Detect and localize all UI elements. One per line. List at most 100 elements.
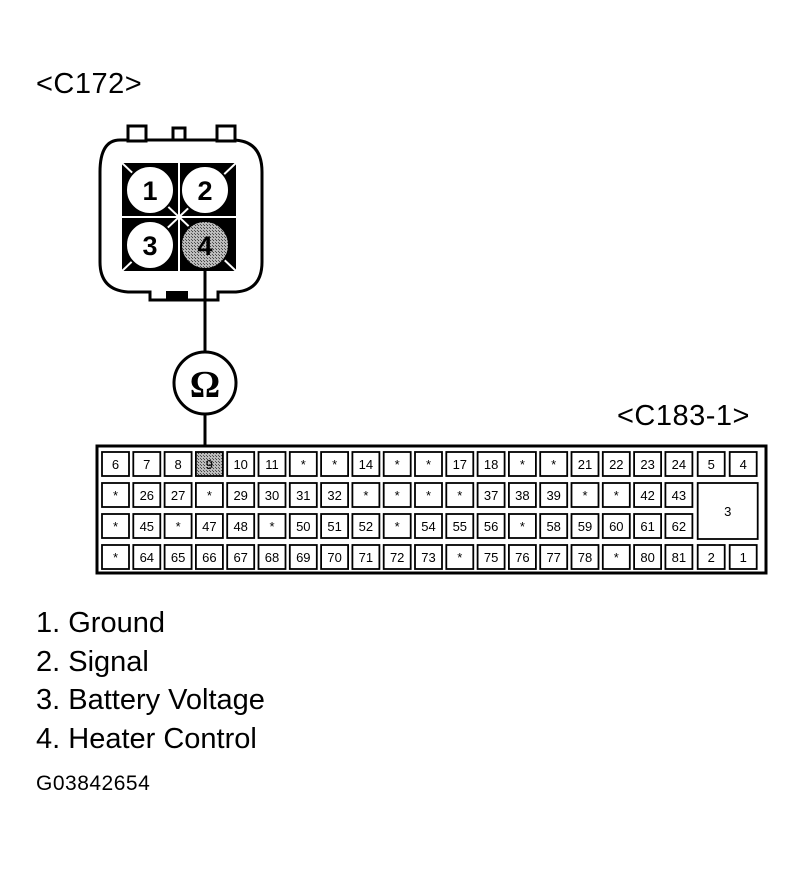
c183-pin-71 xyxy=(351,544,381,570)
c183-pin-66-label: 66 xyxy=(202,550,216,565)
legend-item: 3. Battery Voltage xyxy=(36,684,265,716)
c183-pin-22-label: 22 xyxy=(609,457,623,472)
c183-pin-2 xyxy=(696,544,726,570)
latch-tab xyxy=(171,126,187,142)
c183-pin-unused-label: * xyxy=(426,488,431,503)
c183-pin-unused-label: * xyxy=(426,457,431,472)
latch-tab xyxy=(215,124,237,143)
c172-connector: 1 2 3 4 xyxy=(98,124,264,302)
c183-pin-80 xyxy=(633,544,662,570)
c183-pin-45 xyxy=(132,513,162,539)
c183-pin-unused-label: * xyxy=(457,488,462,503)
c183-pin-unused-label: * xyxy=(395,488,400,503)
c183-pin-18-label: 18 xyxy=(484,457,498,472)
c183-pin-unused-label: * xyxy=(551,457,556,472)
c183-pin-31-label: 31 xyxy=(296,488,310,503)
c183-pin-unused xyxy=(445,544,475,570)
c183-pin-27-label: 27 xyxy=(171,488,185,503)
c183-pin-39-label: 39 xyxy=(546,488,560,503)
c183-pin-5-label: 5 xyxy=(708,457,715,472)
c183-pin-56-label: 56 xyxy=(484,519,498,534)
c183-pin-71-label: 71 xyxy=(359,550,373,565)
c172-pin-2 xyxy=(180,165,230,215)
c183-pin-17-label: 17 xyxy=(453,457,467,472)
c183-pin-unused-label: * xyxy=(520,457,525,472)
c183-pin-unused-label: * xyxy=(176,519,181,534)
c183-pin-58-label: 58 xyxy=(546,519,560,534)
c183-pin-64 xyxy=(132,544,162,570)
c183-pin-8 xyxy=(163,451,193,477)
c183-pin-unused xyxy=(101,513,130,539)
c183-pin-78 xyxy=(570,544,600,570)
c183-pin-73-label: 73 xyxy=(421,550,435,565)
c183-pin-unused-label: * xyxy=(113,550,118,565)
c183-pin-68 xyxy=(257,544,287,570)
c183-pin-1 xyxy=(728,544,758,570)
c183-connector-label: <C183-1> xyxy=(617,400,750,432)
c183-pin-77 xyxy=(539,544,569,570)
c183-pin-2-label: 2 xyxy=(708,550,715,565)
c183-pin-unused-label: * xyxy=(457,550,462,565)
c183-pin-60 xyxy=(601,513,631,539)
pin-legend: 1. Ground 2. Signal 3. Battery Voltage 4… xyxy=(36,604,265,758)
c183-pin-56 xyxy=(476,513,506,539)
c183-pin-78-label: 78 xyxy=(578,550,592,565)
c183-pin-38-label: 38 xyxy=(515,488,529,503)
c183-pin-3 xyxy=(696,482,759,540)
c183-pin-unused-label: * xyxy=(113,519,118,534)
c183-pin-26-label: 26 xyxy=(140,488,154,503)
c183-pin-14 xyxy=(351,451,381,477)
c183-pin-75 xyxy=(476,544,506,570)
c183-pin-unused-label: * xyxy=(332,457,337,472)
c183-pin-unused-label: * xyxy=(269,519,274,534)
c183-pin-17 xyxy=(445,451,475,477)
c183-pin-59 xyxy=(570,513,600,539)
c183-pin-38 xyxy=(507,482,537,508)
c183-pin-9-label: 9 xyxy=(206,457,213,472)
c183-pin-70-label: 70 xyxy=(327,550,341,565)
c183-pin-5 xyxy=(696,451,726,477)
c183-pin-unused-label: * xyxy=(520,519,525,534)
c183-pin-30 xyxy=(257,482,287,508)
c183-pin-unused-label: * xyxy=(614,488,619,503)
c183-pin-21-label: 21 xyxy=(578,457,592,472)
c183-pin-10-label: 10 xyxy=(233,457,247,472)
c183-pin-37-label: 37 xyxy=(484,488,498,503)
c183-pin-77-label: 77 xyxy=(546,550,560,565)
c172-pin-1-label: 1 xyxy=(142,176,157,206)
c183-pin-9 xyxy=(194,451,224,477)
c183-pin-unused xyxy=(101,544,130,570)
c183-pin-22 xyxy=(601,451,631,477)
c183-pin-24 xyxy=(664,451,694,477)
c183-pin-11 xyxy=(257,451,287,477)
c183-pin-61-label: 61 xyxy=(640,519,654,534)
c183-pin-7 xyxy=(132,451,162,477)
c172-pin-4-label: 4 xyxy=(197,231,212,261)
c183-pin-unused xyxy=(351,482,381,508)
c172-pin-1 xyxy=(125,165,175,215)
c183-pin-61 xyxy=(633,513,662,539)
c183-pin-81-label: 81 xyxy=(672,550,686,565)
c183-pin-unused xyxy=(570,482,600,508)
c183-pin-unused xyxy=(601,544,631,570)
c183-pin-66 xyxy=(194,544,224,570)
legend-item: 1. Ground xyxy=(36,607,165,639)
c183-pin-unused-label: * xyxy=(395,457,400,472)
c183-pin-18 xyxy=(476,451,506,477)
c183-pin-unused-label: * xyxy=(614,550,619,565)
c183-pin-unused xyxy=(382,482,412,508)
c183-pin-unused xyxy=(382,513,412,539)
c183-pin-unused-label: * xyxy=(363,488,368,503)
c183-pin-48-label: 48 xyxy=(233,519,247,534)
c183-pin-7-label: 7 xyxy=(143,457,150,472)
c183-pin-4-label: 4 xyxy=(740,457,747,472)
c183-pin-unused xyxy=(194,482,224,508)
c183-pin-80-label: 80 xyxy=(640,550,654,565)
c183-pin-76-label: 76 xyxy=(515,550,529,565)
c172-pin-3 xyxy=(125,220,175,270)
c183-pin-62-label: 62 xyxy=(672,519,686,534)
c183-pin-21 xyxy=(570,451,600,477)
c183-pin-42 xyxy=(633,482,662,508)
